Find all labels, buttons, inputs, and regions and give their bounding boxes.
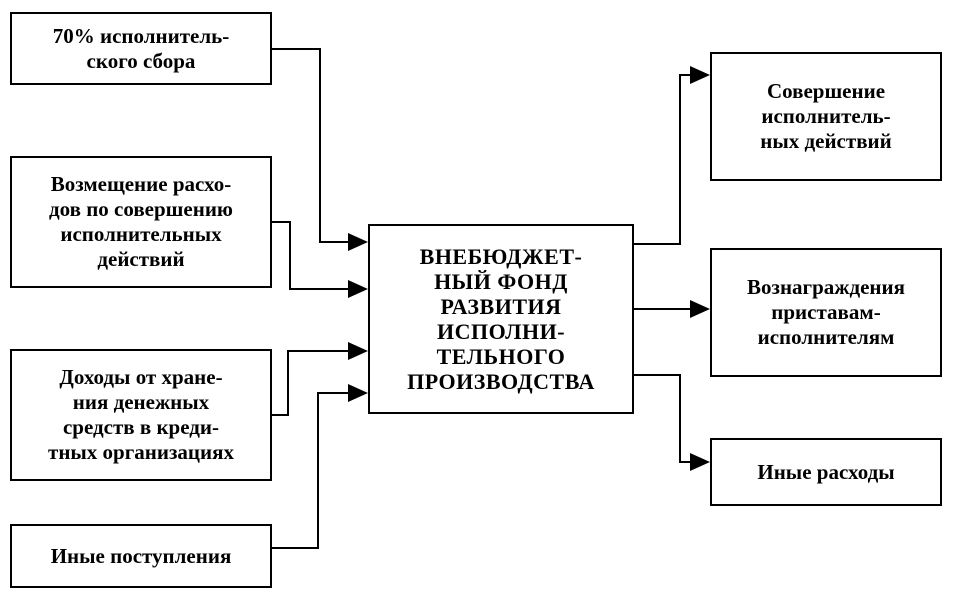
center-box-fund: ВНЕБЮДЖЕТ- НЫЙ ФОНД РАЗВИТИЯ ИСПОЛНИ- ТЕ…	[368, 224, 634, 414]
source-box-label: Доходы от хране- ния денежных средств в …	[48, 365, 234, 464]
connector-source-3	[272, 350, 348, 416]
center-box-label: ВНЕБЮДЖЕТ- НЫЙ ФОНД РАЗВИТИЯ ИСПОЛНИ- ТЕ…	[407, 244, 595, 394]
source-box-label: 70% исполнитель- ского сбора	[52, 23, 230, 73]
source-box-expense-reimbursement: Возмещение расхо- дов по совершению испо…	[10, 156, 272, 288]
output-box-enforcement-actions: Совершение исполнитель- ных действий	[710, 52, 942, 181]
arrowhead-source-4	[348, 384, 368, 402]
source-box-commission: 70% исполнитель- ского сбора	[10, 12, 272, 85]
arrowhead-source-2	[348, 280, 368, 298]
connector-source-2	[272, 221, 348, 290]
source-box-label: Иные поступления	[50, 543, 232, 568]
connector-output-3	[634, 374, 690, 463]
arrowhead-output-2	[690, 300, 710, 318]
source-box-label: Возмещение расхо- дов по совершению испо…	[49, 172, 233, 271]
output-box-other-expenses: Иные расходы	[710, 438, 942, 506]
source-box-bank-income: Доходы от хране- ния денежных средств в …	[10, 349, 272, 481]
output-box-bailiff-rewards: Вознаграждения приставам- исполнителям	[710, 248, 942, 377]
output-box-label: Совершение исполнитель- ных действий	[760, 79, 892, 153]
arrowhead-source-1	[348, 233, 368, 251]
connector-output-1	[634, 74, 690, 245]
arrowhead-source-3	[348, 342, 368, 360]
source-box-other-income: Иные поступления	[10, 524, 272, 588]
output-box-label: Вознаграждения приставам- исполнителям	[747, 275, 905, 349]
arrowhead-output-1	[690, 66, 710, 84]
output-box-label: Иные расходы	[757, 459, 895, 484]
connector-source-1	[272, 48, 348, 243]
arrowhead-output-3	[690, 453, 710, 471]
connector-source-4	[272, 392, 348, 549]
